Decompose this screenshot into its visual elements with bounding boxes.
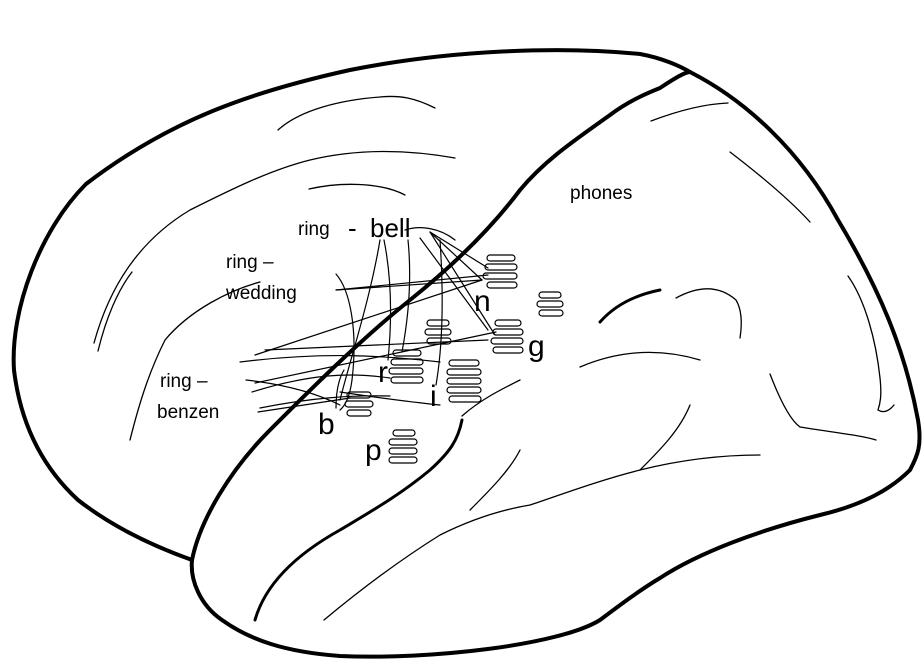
connection-lines xyxy=(239,231,497,413)
ring-bell-word: ring xyxy=(298,219,330,240)
sulcus-2 xyxy=(93,150,456,344)
phone-letter-b: b xyxy=(318,408,335,441)
sulcus-10 xyxy=(799,426,877,441)
sulcus-17 xyxy=(404,227,456,241)
sulcus-12 xyxy=(579,351,701,368)
sulcus-11 xyxy=(769,373,801,428)
sulcus-16 xyxy=(639,404,691,471)
sulcus-15 xyxy=(469,449,521,511)
temporal-lobe-border xyxy=(190,70,692,562)
sulcus-7 xyxy=(847,275,895,413)
sulcus-14 xyxy=(323,454,761,621)
ring-benzen-word: ring – xyxy=(160,371,208,392)
ring-wedding-word: ring – xyxy=(226,252,274,273)
ring-wedding-target: wedding xyxy=(225,283,297,304)
phone-letter-p: p xyxy=(365,434,382,467)
ring-bell-dash: - xyxy=(348,213,357,243)
phone-letter-g: g xyxy=(528,330,545,363)
sulcus-8 xyxy=(650,102,729,122)
phone-coils xyxy=(344,254,564,464)
phone-letter-i: i xyxy=(430,380,437,413)
hemisphere-outline xyxy=(11,48,922,659)
sulcus-3 xyxy=(308,183,406,196)
phones-label: phones xyxy=(570,183,632,204)
sulcus-1 xyxy=(277,95,436,131)
phone-letter-r: r xyxy=(378,356,388,389)
ring-benzen-target: benzen xyxy=(157,402,219,423)
ring-bell-target: bell xyxy=(370,213,410,243)
inner-fissure-upper xyxy=(598,288,662,324)
sulcus-9 xyxy=(675,288,742,339)
inner-fissure-lower xyxy=(253,418,464,622)
sulcus-13 xyxy=(461,379,521,417)
sulcus-5 xyxy=(97,271,133,352)
phone-letter-n: n xyxy=(474,285,491,318)
sulcus-4 xyxy=(129,281,261,441)
sulcus-6 xyxy=(729,151,811,223)
